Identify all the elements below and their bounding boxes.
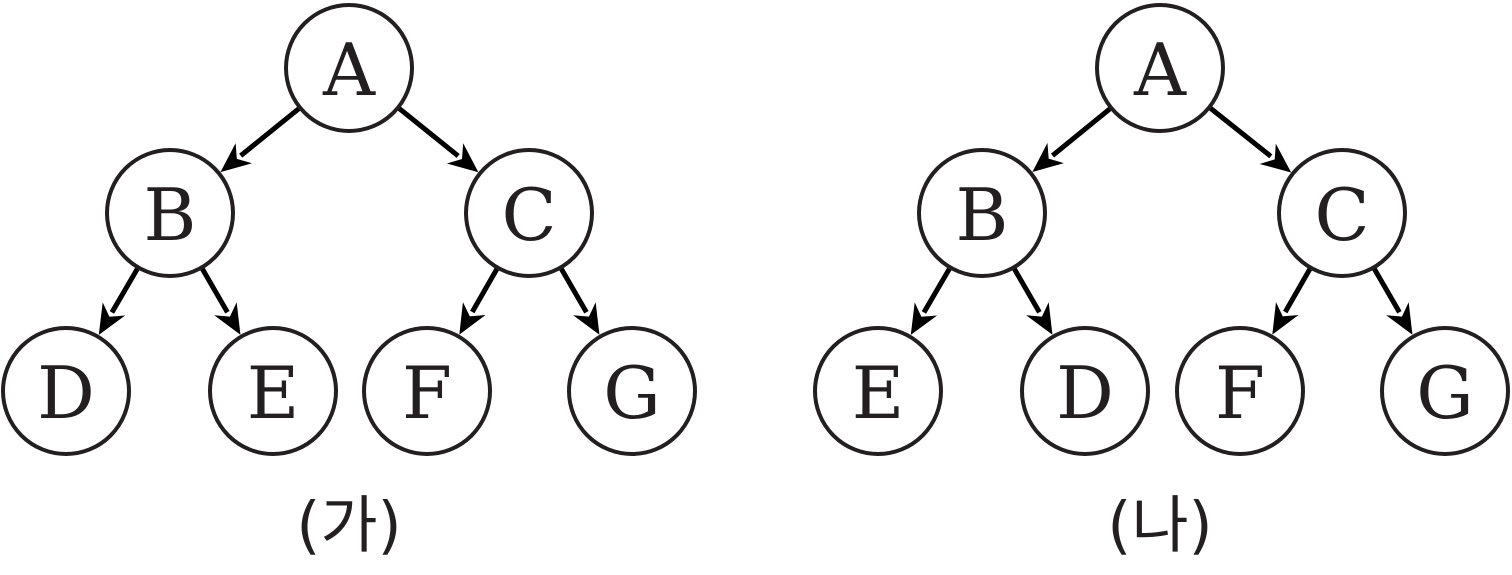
tree-node: F (362, 326, 492, 456)
node-label: C (1314, 173, 1369, 257)
tree-node: G (567, 326, 697, 456)
node-label: E (852, 351, 905, 435)
edge-line (1371, 266, 1402, 314)
node-label: A (1133, 28, 1187, 112)
node-label: B (956, 173, 1009, 257)
arrow-head (220, 143, 253, 173)
edge-arrow (220, 105, 302, 173)
tree-node: D (1020, 326, 1150, 456)
node-circle (362, 326, 492, 456)
arrow-head (98, 302, 126, 335)
edge-arrow (1011, 266, 1053, 335)
edge-line (1011, 266, 1042, 314)
edge-line (470, 266, 500, 314)
node-circle (105, 148, 235, 278)
tree-node: C (1277, 148, 1407, 278)
arrow-head (1032, 142, 1064, 172)
arrow-head (446, 143, 479, 173)
arrow-head (1386, 302, 1413, 335)
edge-arrow (459, 266, 500, 335)
edge-arrow (1207, 105, 1292, 173)
node-circle (567, 326, 697, 456)
edge-line (109, 266, 141, 314)
node-circle (284, 3, 414, 133)
node-circle (813, 326, 943, 456)
tree-node: C (464, 148, 594, 278)
node-label: C (501, 173, 556, 257)
tree-node: G (1380, 326, 1510, 456)
edge-arrow (1371, 266, 1413, 335)
arrow-head (459, 302, 486, 335)
node-label: D (37, 351, 95, 435)
node-circle (464, 148, 594, 278)
edge-line (239, 105, 302, 158)
tree-node: F (1175, 326, 1305, 456)
node-circle (917, 148, 1047, 278)
tree-node: B (105, 148, 235, 278)
tree-caption: (나) (1107, 489, 1212, 562)
node-label: E (247, 351, 300, 435)
edge-arrow (199, 266, 241, 335)
node-circle (1, 326, 131, 456)
node-circle (1175, 326, 1305, 456)
node-label: A (322, 28, 376, 112)
node-circle (1095, 3, 1225, 133)
tree-node: B (917, 148, 1047, 278)
arrow-head (1026, 302, 1053, 335)
node-circle (1380, 326, 1510, 456)
edge-arrow (910, 266, 953, 335)
tree-node: E (813, 326, 943, 456)
tree-node: A (1095, 3, 1225, 133)
edge-line (1207, 105, 1273, 159)
arrow-head (214, 302, 241, 335)
edge-arrow (98, 266, 141, 335)
node-label: D (1056, 351, 1114, 435)
node-circle (1277, 148, 1407, 278)
edge-arrow (1272, 266, 1313, 335)
edge-arrow (1032, 105, 1113, 172)
node-label: G (1416, 351, 1474, 435)
arrow-head (573, 302, 600, 335)
tree-node: E (208, 326, 338, 456)
tree-node: A (284, 3, 414, 133)
edge-line (558, 266, 589, 314)
arrow-head (910, 302, 938, 335)
node-label: B (144, 173, 197, 257)
node-label: G (603, 351, 661, 435)
tree-node: D (1, 326, 131, 456)
tree-1: A B C D E F G (가) (1, 3, 697, 562)
edge-arrow (558, 266, 600, 335)
node-label: F (402, 351, 452, 435)
node-label: F (1215, 351, 1265, 435)
node-circle (1020, 326, 1150, 456)
edge-line (1050, 105, 1113, 158)
edge-line (921, 266, 953, 314)
arrow-head (1259, 143, 1292, 173)
tree-2: A B C E D F G (나) (813, 3, 1510, 562)
tree-caption: (가) (296, 489, 401, 562)
edge-line (396, 105, 460, 158)
edge-line (199, 266, 230, 314)
edge-line (1283, 266, 1313, 314)
edge-arrow (396, 105, 479, 173)
node-circle (208, 326, 338, 456)
arrow-head (1272, 302, 1299, 335)
